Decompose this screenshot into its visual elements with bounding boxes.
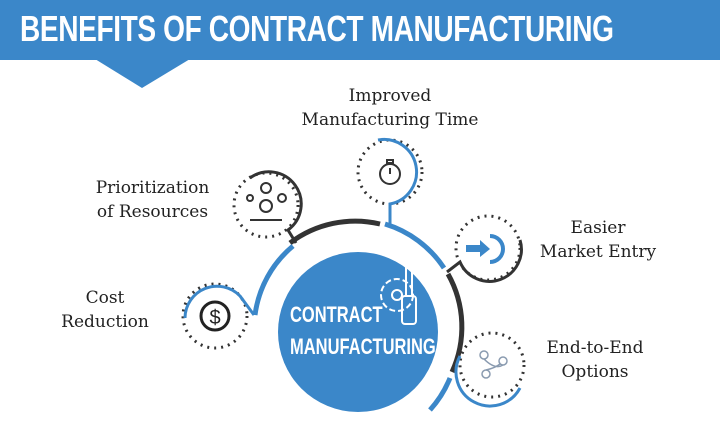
arrow-enter-icon — [466, 234, 505, 264]
label-line: of Resources — [96, 202, 209, 222]
ring-segment — [288, 218, 381, 245]
label-line: Reduction — [61, 312, 149, 332]
label-line: Prioritization — [95, 178, 210, 198]
resources-person-icon — [246, 182, 287, 221]
benefit-label-market-entry: Easier Market Entry — [528, 216, 668, 264]
svg-text:$: $ — [209, 307, 220, 329]
center-circle — [278, 252, 438, 412]
page-title: BENEFITS OF CONTRACT MANUFACTURING — [20, 8, 614, 49]
benefit-label-cost-reduction: Cost Reduction — [50, 286, 160, 334]
benefit-label-end-to-end: End-to-End Options — [540, 336, 650, 384]
route-pins-icon — [479, 350, 508, 379]
label-line: Improved — [348, 86, 432, 106]
gear-wrench-icon — [380, 267, 417, 325]
ring-segment — [384, 221, 447, 270]
ring-segment — [252, 244, 295, 316]
benefit-label-resources: Prioritization of Resources — [80, 176, 225, 224]
label-line: Cost — [85, 288, 125, 308]
label-line: End-to-End — [546, 338, 644, 358]
ring-segment — [428, 377, 453, 412]
label-line: Market Entry — [539, 242, 657, 262]
stopwatch-icon — [379, 159, 401, 185]
dollar-cycle-icon: $ — [199, 300, 231, 332]
center-label-line1: CONTRACT — [290, 302, 383, 327]
header-banner: BENEFITS OF CONTRACT MANUFACTURING — [0, 0, 720, 60]
benefit-label-manufacturing-time: Improved Manufacturing Time — [285, 84, 495, 132]
label-line: Manufacturing Time — [301, 110, 479, 130]
center-label-line2: MANUFACTURING — [290, 334, 436, 359]
label-line: Easier — [570, 218, 626, 238]
label-line: Options — [561, 362, 629, 382]
banner-pointer — [95, 59, 190, 88]
